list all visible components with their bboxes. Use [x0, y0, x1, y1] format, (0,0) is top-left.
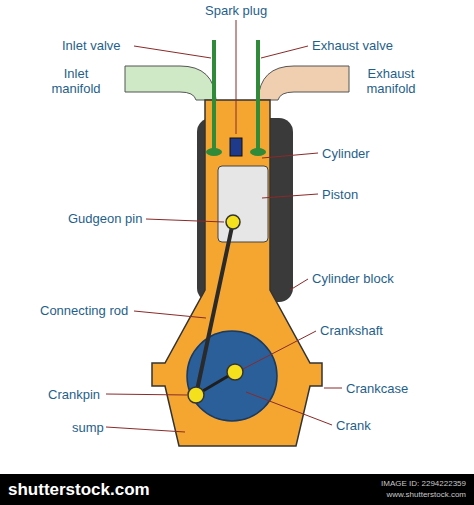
part-label: Spark plug — [205, 3, 267, 18]
spark-plug — [230, 138, 242, 156]
watermark-text: www.shutterstock.com — [386, 490, 466, 500]
engine-body — [152, 100, 322, 446]
inlet-valve-head — [206, 148, 222, 156]
part-label: Crankpin — [48, 387, 100, 402]
watermark-text: IMAGE ID: 2294222359 — [381, 479, 466, 489]
part-label: Exhaust manifold — [350, 66, 432, 96]
inlet-valve-stem — [212, 40, 216, 150]
gudgeon-pin — [226, 215, 240, 229]
part-label: Inlet valve — [62, 38, 121, 53]
part-label: Inlet manifold — [40, 66, 112, 96]
inlet-manifold — [125, 66, 216, 100]
crankpin — [188, 387, 204, 403]
leader-lines — [106, 20, 342, 432]
piston — [218, 166, 268, 242]
part-label: Crank — [336, 418, 371, 433]
part-label: sump — [72, 420, 104, 435]
part-label: Piston — [322, 187, 358, 202]
part-label: Crankshaft — [320, 323, 383, 338]
exhaust-valve-stem — [256, 40, 260, 150]
crankshaft — [227, 364, 243, 380]
part-label: Cylinder block — [312, 271, 394, 286]
part-label: Crankcase — [346, 381, 408, 396]
watermark-logo: shutterstock.com — [8, 480, 150, 499]
part-label: Exhaust valve — [312, 38, 393, 53]
part-label: Connecting rod — [40, 303, 128, 318]
part-label: Cylinder — [322, 146, 370, 161]
exhaust-valve-head — [250, 148, 266, 156]
footer-bar — [0, 474, 474, 505]
exhaust-manifold — [258, 66, 349, 100]
part-label: Gudgeon pin — [68, 211, 142, 226]
